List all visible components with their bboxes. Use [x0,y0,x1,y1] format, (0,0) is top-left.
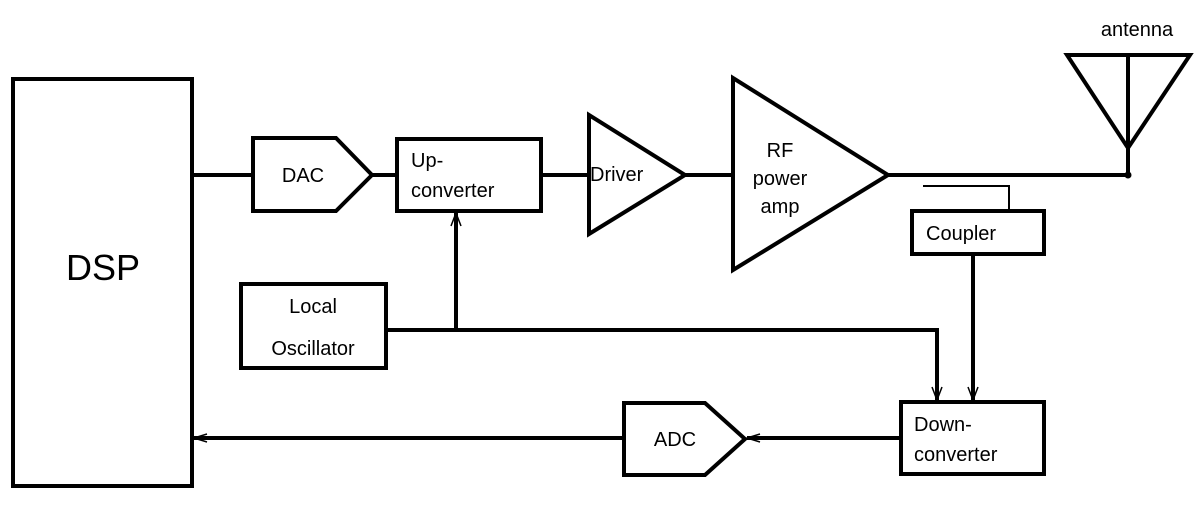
driver-label: Driver [590,164,644,186]
rf-amp-label-1: RF [767,140,794,162]
antenna-label: antenna [1101,19,1174,41]
rf-amp-label-2: power [753,168,808,190]
driver-block: Driver [587,111,689,238]
rf-amp-label-3: amp [761,196,800,218]
adc-block: ADC [622,401,748,477]
coupler-label: Coupler [926,223,996,245]
dsp-block: DSP [11,77,194,488]
rf-power-amp-block: RF power amp [731,74,892,274]
downconverter-label-1: Down- [914,414,972,436]
dac-block: DAC [251,136,375,213]
downconverter-block: Down- converter [899,400,1046,476]
upconverter-label-1: Up- [411,150,443,172]
local-oscillator-block: Local Oscillator [239,282,388,370]
wire-lo-downconverter [386,328,939,400]
arrowhead-icon [744,433,761,443]
arrowhead-icon [450,210,462,227]
adc-label: ADC [654,429,696,451]
lo-label-1: Local [289,296,337,318]
coupler-sample-line [923,185,1010,211]
antenna-symbol: antenna [1063,19,1194,175]
dac-label: DAC [282,165,324,187]
dsp-label: DSP [66,247,140,288]
upconverter-block: Up- converter [395,137,543,213]
upconverter-label-2: converter [411,180,495,202]
coupler-block: Coupler [910,209,1046,256]
lo-label-2: Oscillator [271,338,355,360]
arrowhead-icon [191,433,208,443]
downconverter-label-2: converter [914,444,998,466]
